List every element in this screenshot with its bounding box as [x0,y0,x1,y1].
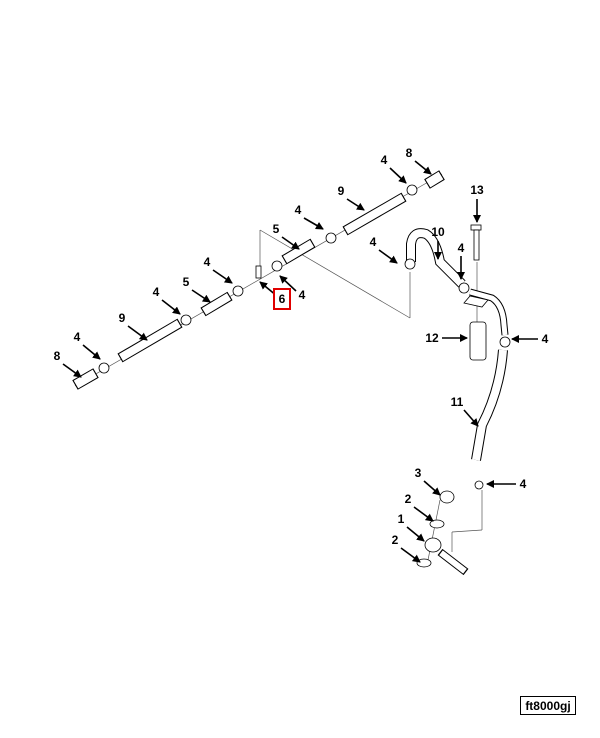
callout-arrow [127,325,148,341]
callout-12[interactable]: 12 [425,331,468,345]
callout-4[interactable]: 4 [486,477,527,491]
callout-arrow [414,160,432,175]
clamps [98,184,511,490]
tube-5-right [281,238,316,265]
callout-arrow [303,217,324,230]
callout-4[interactable]: 4 [204,255,233,284]
callout-arrow [406,526,425,542]
callout-label: 4 [458,241,465,255]
callout-9[interactable]: 9 [338,184,365,211]
filter-12 [469,321,487,361]
callout-label: 3 [415,466,422,480]
callout-9[interactable]: 9 [119,311,148,341]
callout-label: 2 [392,533,399,547]
callout-arrow [378,249,398,264]
callout-4[interactable]: 4 [153,285,181,315]
callout-label: 10 [431,225,445,239]
callout-arrow [191,289,211,303]
callout-5[interactable]: 5 [183,275,211,303]
callout-8[interactable]: 8 [54,349,82,378]
callout-label: 9 [338,184,345,198]
tubes [72,170,445,390]
bracket [463,295,489,308]
callout-3[interactable]: 3 [415,466,441,496]
callout-4[interactable]: 4 [511,332,549,346]
callout-4[interactable]: 4 [74,330,101,360]
filter-assembly [463,224,489,361]
callout-label: 2 [405,492,412,506]
callout-label: 11 [451,395,464,409]
seal-ring-2-upper [429,519,445,529]
callout-8[interactable]: 8 [406,146,432,175]
callout-label: 4 [381,153,388,167]
callout-label: 5 [183,275,190,289]
callout-label: 8 [54,349,61,363]
callout-2[interactable]: 2 [392,533,421,563]
callout-arrow [413,506,434,522]
callout-label: 1 [398,512,405,526]
fitting-1 [424,537,442,553]
tube-8-right [424,170,445,189]
tee-fitting-6 [255,265,262,279]
cap-3 [439,490,455,504]
bolt-head-13 [470,224,482,231]
seal-ring-2-lower [416,558,432,568]
callout-label: 4 [520,477,527,491]
callout-arrow [279,275,297,292]
callout-label: 4 [153,285,160,299]
callout-11[interactable]: 11 [451,395,479,427]
callout-label: 4 [542,332,549,346]
callout-label: 4 [295,203,302,217]
tube-9-right [342,192,407,236]
tube-9-left [117,318,183,363]
callout-4[interactable]: 4 [295,203,324,230]
callout-arrow [463,409,479,427]
callout-13[interactable]: 13 [470,183,484,223]
callout-label: 12 [425,331,439,345]
callout-arrow [281,236,300,250]
callout-label: 4 [204,255,211,269]
callout-10[interactable]: 10 [431,225,445,260]
callout-label: 4 [370,235,377,249]
tube-5-left [200,291,233,317]
hoses [406,228,509,461]
callout-highlight-box [273,288,291,310]
figure-id-label: ft8000gj [520,696,576,715]
callout-arrow [62,363,82,378]
callout-arrow [161,299,181,315]
callout-arrow [389,167,407,184]
callout-label: 4 [299,288,306,302]
callout-4[interactable]: 4 [279,275,306,302]
callout-arrow [400,547,421,563]
callout-4[interactable]: 4 [370,235,398,264]
callout-arrow [346,198,365,211]
callout-5[interactable]: 5 [273,222,300,250]
callout-label: 6 [279,292,286,306]
callout-label: 8 [406,146,413,160]
callout-arrow [423,480,441,496]
callout-6[interactable]: 6 [259,281,291,310]
callout-arrow [82,344,101,360]
callout-label: 13 [470,183,484,197]
tube-8-left [72,368,99,390]
callout-label: 4 [74,330,81,344]
callout-4[interactable]: 4 [381,153,407,184]
callout-label: 9 [119,311,126,325]
callout-2[interactable]: 2 [405,492,434,522]
bolt-13 [473,229,480,261]
callout-1[interactable]: 1 [398,512,425,542]
callout-arrow [212,269,233,284]
callout-label: 5 [273,222,280,236]
callout-4[interactable]: 4 [457,241,465,280]
